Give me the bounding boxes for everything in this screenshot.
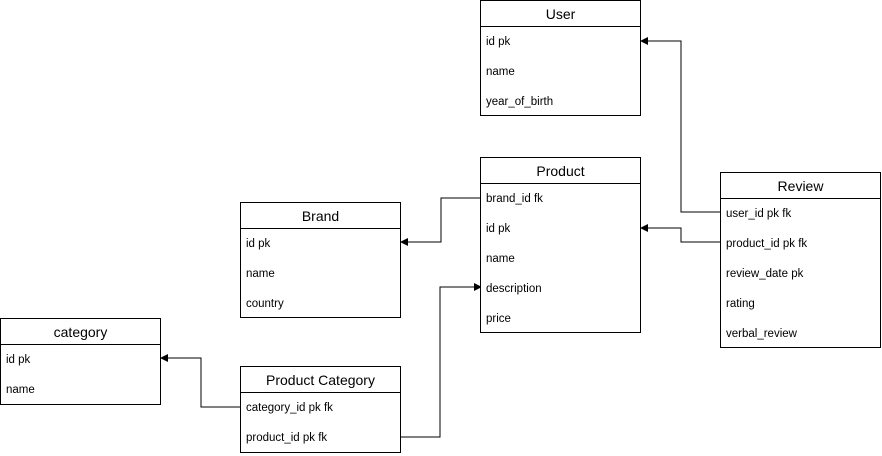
field-user-id: user_id pk fk	[726, 208, 792, 220]
field-year-of-birth: year_of_birth	[486, 96, 554, 108]
entity-product-category[interactable]: Product Category category_id pk fk produ…	[240, 366, 401, 453]
field-country: country	[246, 298, 284, 310]
entity-user[interactable]: User id pk name year_of_birth	[480, 0, 641, 116]
field-product-id: product_id pk fk	[726, 238, 808, 250]
entity-category[interactable]: category id pk name	[0, 318, 161, 405]
connector-productcategory-category	[160, 354, 240, 408]
connector-review-product	[640, 224, 720, 243]
connector-review-user	[640, 37, 720, 213]
field-brand-id: brand_id fk	[486, 193, 543, 205]
field-id: id pk	[246, 238, 271, 250]
field-rating: rating	[726, 298, 755, 310]
entity-title: Product	[481, 158, 640, 184]
entity-product[interactable]: Product brand_id fk id pk name descripti…	[480, 157, 641, 333]
field-name: name	[6, 384, 35, 396]
entity-title: category	[1, 319, 160, 345]
field-id: id pk	[486, 223, 511, 235]
field-category-id: category_id pk fk	[246, 402, 333, 414]
entity-title: Brand	[241, 203, 400, 229]
field-name: name	[486, 66, 515, 78]
field-id: id pk	[486, 36, 511, 48]
field-name: name	[486, 253, 515, 265]
entity-brand[interactable]: Brand id pk name country	[240, 202, 401, 318]
field-product-id: product_id pk fk	[246, 432, 328, 444]
field-name: name	[246, 268, 275, 280]
connector-productcategory-product	[401, 283, 482, 438]
field-description: description	[486, 283, 542, 295]
entity-title: Product Category	[241, 367, 400, 393]
entity-title: Review	[721, 173, 880, 199]
field-price: price	[486, 313, 511, 325]
entity-title: User	[481, 1, 640, 27]
field-verbal-review: verbal_review	[726, 328, 797, 340]
field-review-date: review_date pk	[726, 268, 804, 280]
entity-review[interactable]: Review user_id pk fk product_id pk fk re…	[720, 172, 881, 348]
connector-product-brand	[400, 197, 481, 246]
field-id: id pk	[6, 354, 31, 366]
